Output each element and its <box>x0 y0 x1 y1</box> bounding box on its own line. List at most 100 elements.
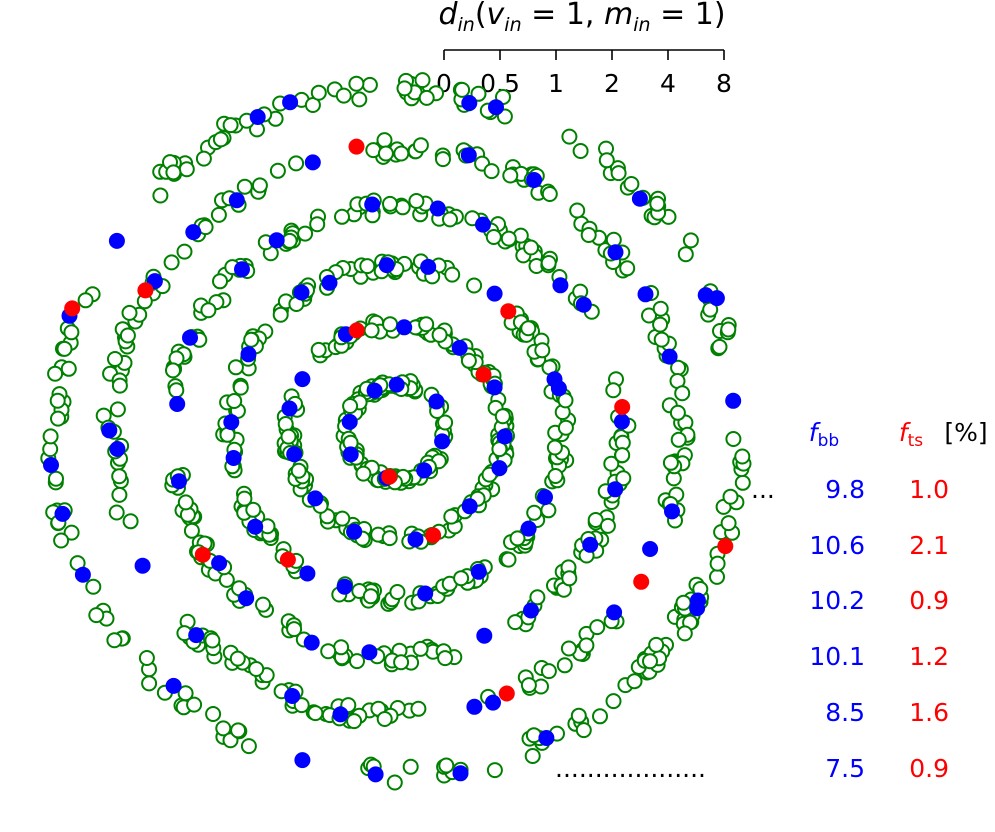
node-marker <box>599 517 616 534</box>
bb-marker <box>476 627 493 644</box>
bb-marker <box>606 604 623 621</box>
bb-marker <box>552 277 569 294</box>
node-marker <box>288 155 305 172</box>
bb-marker <box>388 376 405 393</box>
node-marker <box>410 700 427 717</box>
node-marker <box>605 693 622 710</box>
node-marker <box>333 639 350 656</box>
bb-marker <box>341 413 358 430</box>
bb-marker <box>228 192 245 209</box>
node-marker <box>557 392 574 409</box>
node-marker <box>138 650 155 666</box>
bb-marker <box>475 216 491 233</box>
node-marker <box>307 705 324 722</box>
ts-marker <box>614 399 631 415</box>
node-marker <box>382 316 399 333</box>
node-marker <box>309 216 326 233</box>
node-marker <box>348 75 365 92</box>
bb-marker <box>461 498 478 515</box>
node-marker <box>200 302 217 319</box>
node-marker <box>248 661 265 677</box>
node-marker <box>359 258 376 275</box>
bb-marker <box>134 557 151 574</box>
scale-tick-label: 4 <box>660 69 676 98</box>
node-marker <box>675 594 692 611</box>
scale-tick-label: 2 <box>604 69 620 98</box>
node-marker <box>437 650 454 667</box>
node-marker <box>444 266 461 283</box>
node-marker <box>453 570 470 587</box>
ts-marker <box>381 468 398 485</box>
node-marker <box>500 551 517 568</box>
node-marker <box>605 382 622 399</box>
node-marker <box>107 351 123 367</box>
node-marker <box>177 494 194 511</box>
node-marker <box>460 352 477 369</box>
node-marker <box>310 84 327 101</box>
node-marker <box>177 685 194 702</box>
bb-marker <box>607 244 624 261</box>
node-marker <box>722 488 739 505</box>
bb-marker <box>523 602 539 619</box>
node-marker <box>500 230 517 247</box>
bb-marker <box>54 505 71 522</box>
node-marker <box>195 150 212 167</box>
ts-marker <box>633 573 650 590</box>
bb-marker <box>211 555 228 572</box>
node-marker <box>709 555 726 572</box>
bb-marker <box>637 286 654 303</box>
row-f-ts-value: 1.0 <box>909 475 949 504</box>
bb-marker <box>631 190 648 207</box>
node-marker <box>212 131 229 148</box>
node-marker <box>540 502 557 519</box>
bb-marker <box>407 531 424 548</box>
bb-marker <box>299 565 316 582</box>
node-marker <box>60 360 77 377</box>
bb-marker <box>165 677 182 694</box>
node-marker <box>386 774 403 791</box>
node-marker <box>165 164 182 181</box>
bb-marker <box>223 414 240 431</box>
ring-2 <box>276 313 515 550</box>
bb-marker <box>346 523 363 540</box>
node-marker <box>342 398 359 414</box>
node-marker <box>393 145 410 162</box>
ring-6 <box>40 72 752 791</box>
node-marker <box>56 340 73 357</box>
node-marker <box>540 255 557 271</box>
bb-marker <box>520 520 537 537</box>
node-marker <box>641 307 657 324</box>
node-marker <box>351 91 368 108</box>
node-marker <box>230 722 247 739</box>
ring-1 <box>335 373 454 491</box>
bb-marker <box>434 433 451 450</box>
bb-marker <box>101 422 118 439</box>
node-marker <box>293 697 310 714</box>
node-marker <box>507 614 524 631</box>
node-marker <box>109 401 126 418</box>
ts-marker <box>500 303 517 320</box>
node-marker <box>526 504 543 521</box>
bb-marker <box>642 541 659 557</box>
node-marker <box>470 85 487 102</box>
node-marker <box>541 186 558 202</box>
node-marker <box>442 211 458 228</box>
bb-marker <box>661 348 678 365</box>
node-marker <box>547 468 564 484</box>
node-marker <box>702 301 719 318</box>
bb-marker <box>284 688 301 704</box>
node-marker <box>111 377 128 394</box>
ts-marker <box>475 366 492 383</box>
node-marker <box>168 382 185 399</box>
node-marker <box>49 392 66 409</box>
bb-marker <box>109 441 126 457</box>
node-marker <box>709 568 725 585</box>
header-unit: [%] <box>944 418 987 447</box>
bb-marker <box>304 154 321 171</box>
node-marker <box>483 163 500 180</box>
node-marker <box>229 650 246 667</box>
node-marker <box>561 570 578 587</box>
node-marker <box>454 81 471 98</box>
node-marker <box>183 522 200 539</box>
bb-marker <box>708 290 725 307</box>
